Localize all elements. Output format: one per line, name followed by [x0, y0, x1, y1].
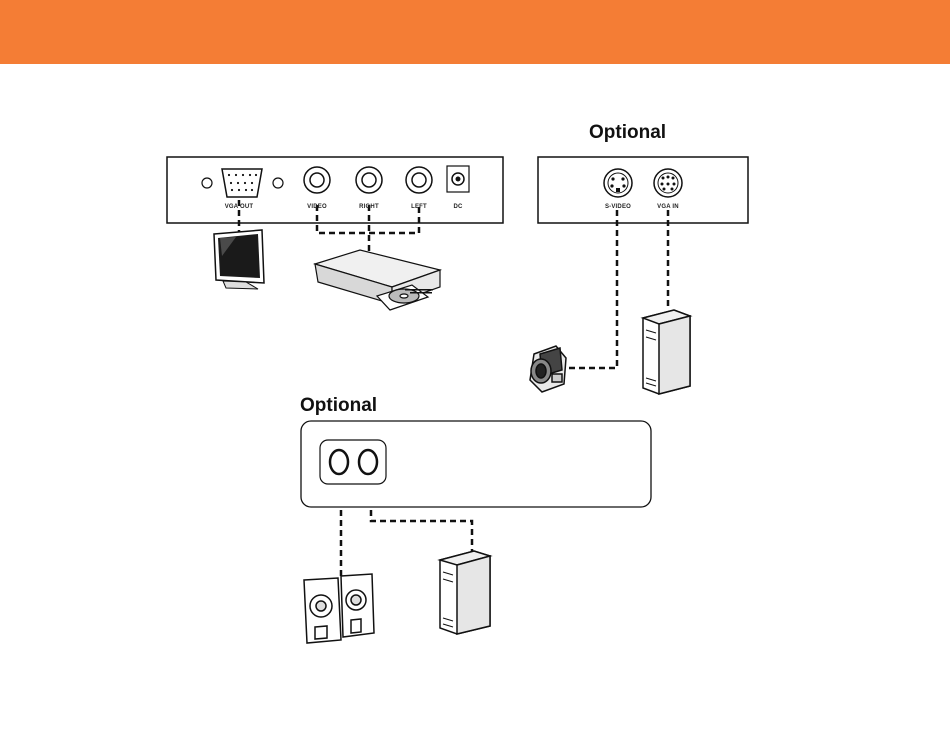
optional-input-panel [538, 157, 748, 223]
s-video-port [604, 169, 632, 197]
speakers-icon [304, 574, 374, 643]
s-video-cable [563, 210, 617, 368]
audio-jack-right [359, 450, 377, 474]
video-jack [304, 167, 330, 193]
port-label-vga-in: VGA IN [638, 204, 698, 210]
right-jack [356, 167, 382, 193]
port-label-video: VIDEO [287, 204, 347, 210]
port-label-vga-out: VGA OUT [209, 204, 269, 210]
dc-jack [447, 166, 469, 192]
pc-tower-icon-bottom [440, 551, 490, 634]
vga-in-port [654, 169, 682, 197]
pc-tower-icon-top [643, 310, 690, 394]
monitor-icon [214, 230, 264, 289]
left-jack [406, 167, 432, 193]
audio-jack-left [330, 450, 348, 474]
port-label-dc: DC [428, 204, 488, 210]
camcorder-icon [530, 346, 566, 392]
dvd-player-icon [315, 250, 440, 310]
